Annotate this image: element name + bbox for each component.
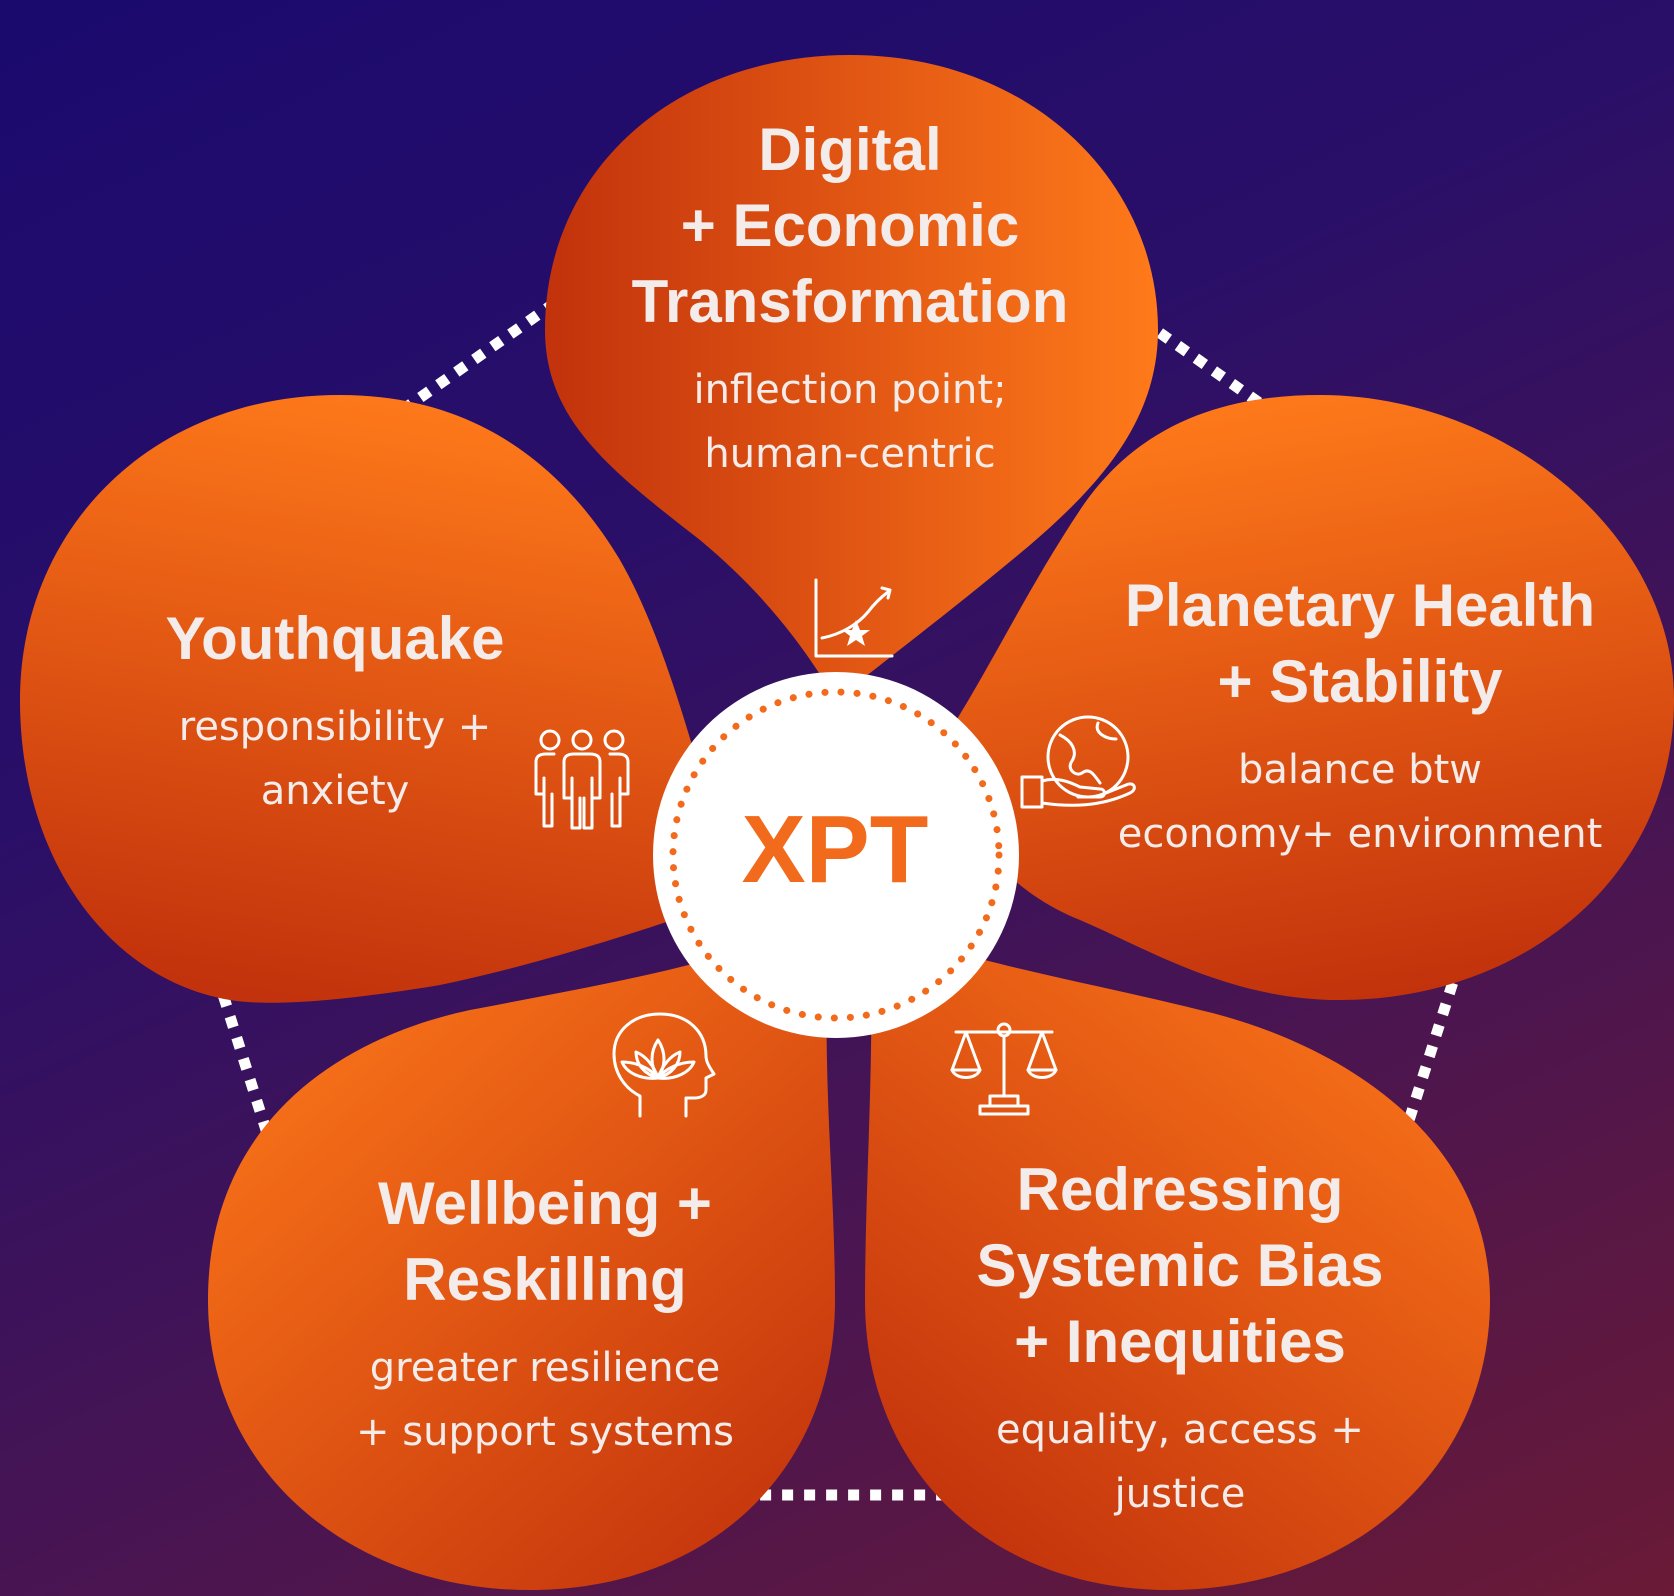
center-disk xyxy=(653,672,1019,1038)
petal-subtitle-digital: inflection point; human-centric xyxy=(693,367,1007,477)
center-label-xpt: XPT xyxy=(741,796,929,903)
petal-planetary xyxy=(930,395,1674,1000)
petal-title-wellbeing: Wellbeing + Reskilling xyxy=(378,1170,712,1313)
petal-label-planetary: Planetary Health + Stability balance btw… xyxy=(1080,568,1640,866)
center-dotted-ring xyxy=(669,688,1003,1022)
petal-label-youthquake: Youthquake responsibility + anxiety xyxy=(130,601,540,823)
people-group-icon xyxy=(534,729,630,830)
petal-subtitle-planetary: balance btw economy+ environment xyxy=(1117,747,1603,857)
petal-label-digital: Digital + Economic Transformation inflec… xyxy=(560,112,1140,486)
globe-hand-icon xyxy=(1020,715,1136,809)
scales-icon xyxy=(950,1022,1058,1116)
petal-digital xyxy=(545,55,1158,700)
petal-title-planetary: Planetary Health + Stability xyxy=(1124,572,1596,715)
petal-title-youthquake: Youthquake xyxy=(165,605,505,672)
petal-redressing xyxy=(865,920,1490,1590)
chart-star-icon xyxy=(814,578,894,658)
petal-subtitle-wellbeing: greater resilience + support systems xyxy=(356,1345,734,1455)
petal-title-redressing: Redressing Systemic Bias + Inequities xyxy=(976,1156,1384,1375)
petal-subtitle-youthquake: responsibility + anxiety xyxy=(178,704,492,814)
petal-title-digital: Digital + Economic Transformation xyxy=(631,116,1069,335)
petal-label-wellbeing: Wellbeing + Reskilling greater resilienc… xyxy=(300,1166,790,1464)
petal-youthquake xyxy=(20,395,735,1003)
lotus-head-icon xyxy=(612,1012,716,1118)
petal-label-redressing: Redressing Systemic Bias + Inequities eq… xyxy=(910,1152,1450,1526)
petal-subtitle-redressing: equality, access + justice xyxy=(996,1407,1364,1517)
petal-wellbeing xyxy=(208,920,835,1590)
